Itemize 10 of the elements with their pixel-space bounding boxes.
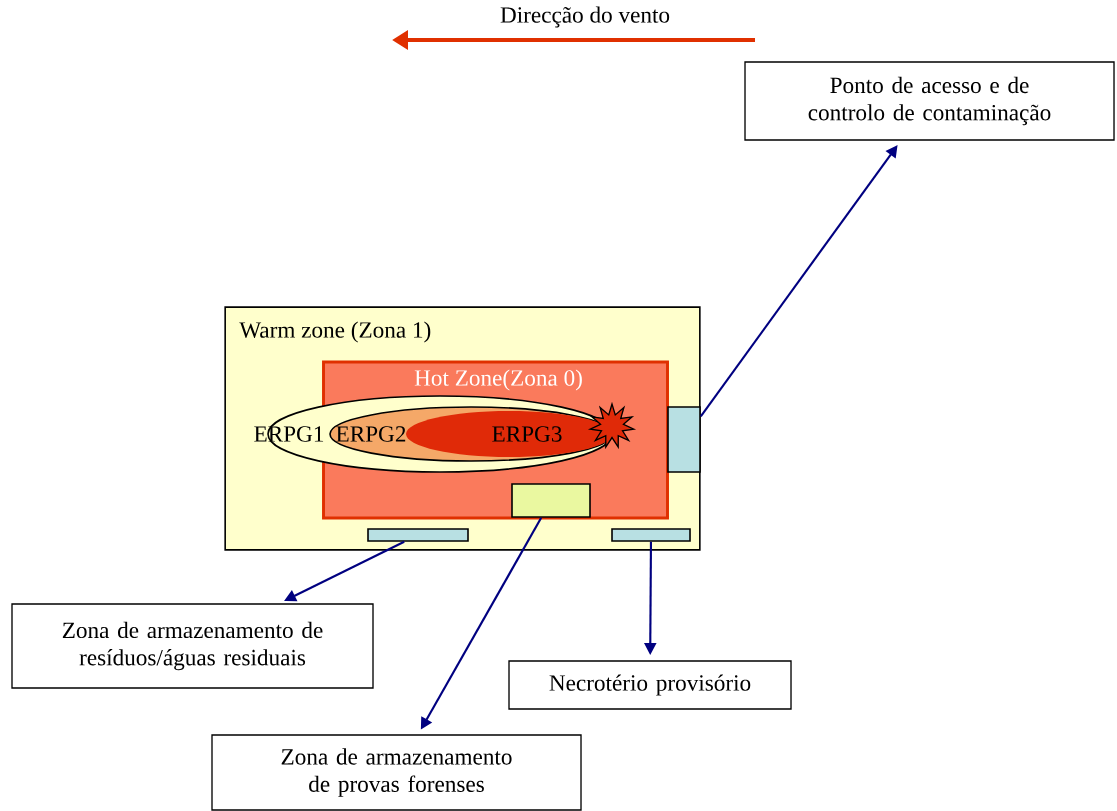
label-box: Zona de armazenamento de provas forenses <box>211 734 582 811</box>
label-box: Zona de armazenamento de resíduos/águas residuais <box>11 603 374 689</box>
area-marker <box>367 528 469 542</box>
area-marker <box>511 483 591 518</box>
area-marker <box>611 528 691 542</box>
wind-label: Direcção do vento <box>500 6 670 28</box>
area-marker <box>667 406 701 473</box>
label-box: Necrotério provisório <box>508 660 792 710</box>
arrow <box>699 145 898 417</box>
label-box: Ponto de acesso e de controlo de contaminação <box>744 61 1115 141</box>
